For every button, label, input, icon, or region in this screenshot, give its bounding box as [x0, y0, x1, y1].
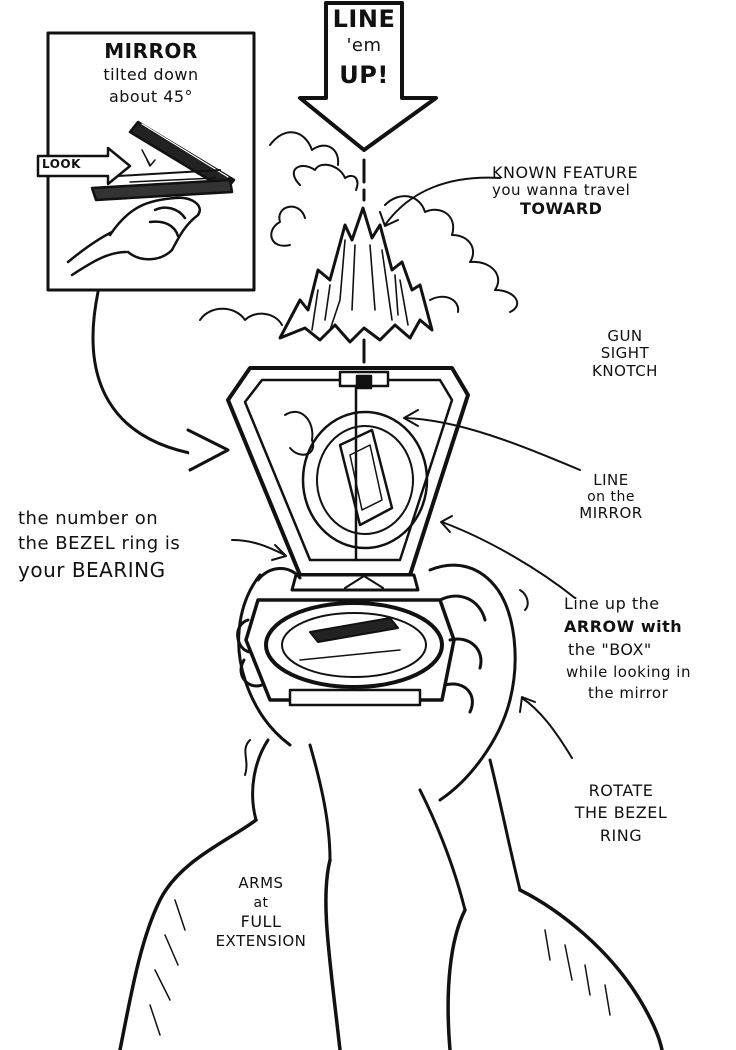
label-pointers-icon: [231, 176, 581, 759]
gun-sight-label: GUN SIGHT KNOTCH: [592, 327, 658, 380]
inset-to-mirror-arrow-icon: [91, 290, 230, 472]
arms-extension-label: ARMS at FULL EXTENSION: [215, 874, 307, 951]
inset-panel: [36, 31, 256, 292]
rotate-bezel-label: ROTATE THE BEZEL RING: [574, 781, 668, 845]
line-em-up-line2: 'em: [346, 35, 382, 56]
line-up-arrow-label: Line up the ARROW with the "BOX" while l…: [564, 594, 691, 703]
inset-compass-icon: [66, 120, 236, 277]
mountain-icon: [278, 206, 434, 364]
line-em-up-arrow-icon: [298, 1, 438, 152]
line-on-mirror-label: LINE on the MIRROR: [579, 471, 643, 523]
known-feature-label: KNOWN FEATURE you wanna travel TOWARD: [492, 163, 639, 218]
inset-mirror-title: MIRROR: [104, 39, 198, 63]
clouds-icon: [199, 131, 519, 326]
line-em-up-line1: LINE: [332, 5, 396, 33]
look-arrow-icon: [36, 146, 132, 186]
inset-mirror-tilt: tilted down: [103, 65, 199, 84]
inset-mirror-angle: about 45°: [108, 87, 194, 106]
bearing-label: the number on the BEZEL ring is your BEA…: [18, 508, 181, 583]
line-em-up-line3: UP!: [339, 61, 389, 89]
inset-look-label: LOOK: [42, 157, 81, 171]
hands-icon: [118, 563, 664, 1050]
compass-icon: [226, 366, 470, 707]
